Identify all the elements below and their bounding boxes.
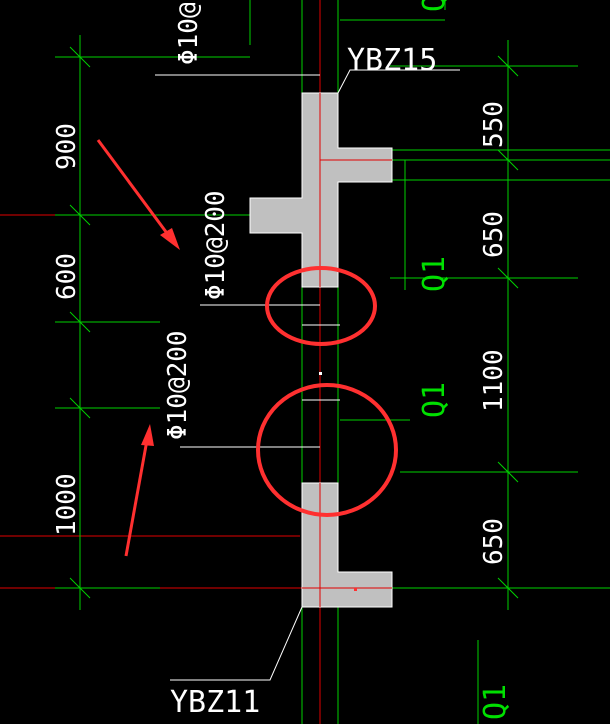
axis-overlay bbox=[302, 93, 392, 607]
rebar-2-label: Φ10@200 bbox=[163, 330, 193, 440]
right-dim-650-lower: 650 bbox=[479, 518, 509, 565]
ybz-bottom-leader bbox=[170, 606, 303, 681]
wall-column-ybz15 bbox=[249, 92, 393, 288]
annotation-arrow-lower bbox=[124, 439, 149, 557]
right-dim-550: 550 bbox=[479, 101, 509, 148]
right-dim-650-upper: 650 bbox=[479, 211, 509, 258]
left-dim-1000: 1000 bbox=[52, 473, 82, 536]
ybz-top-leader bbox=[337, 69, 460, 94]
right-tick-3 bbox=[497, 267, 519, 289]
right-tick-4 bbox=[497, 461, 519, 483]
left-tick-1 bbox=[69, 46, 91, 68]
left-tick-2 bbox=[69, 204, 91, 226]
annotation-circle-lower bbox=[256, 383, 398, 517]
left-dim-900: 900 bbox=[52, 123, 82, 170]
leader-lines bbox=[155, 69, 460, 681]
left-tick-5 bbox=[69, 577, 91, 599]
marker-dot bbox=[354, 588, 357, 591]
ybz15-label: YBZ15 bbox=[347, 43, 437, 78]
annotation-arrowhead-lower bbox=[141, 424, 154, 446]
right-tick-1 bbox=[497, 55, 519, 77]
q1-label-upper: Q1 bbox=[417, 256, 452, 292]
rebar-1-label: Φ10@200 bbox=[201, 190, 231, 300]
red-annotations bbox=[96, 139, 398, 557]
left-dim-600: 600 bbox=[52, 253, 82, 300]
q1-label-bottom: Q1 bbox=[478, 684, 513, 720]
right-tick-2 bbox=[497, 149, 519, 171]
left-tick-4 bbox=[69, 397, 91, 419]
right-tick-5 bbox=[497, 577, 519, 599]
annotation-circle-upper bbox=[265, 266, 377, 346]
annotation-arrowhead-upper bbox=[160, 228, 180, 250]
marker-dot-center bbox=[319, 372, 322, 375]
left-tick-3 bbox=[69, 311, 91, 333]
q1-label-mid: Q1 bbox=[417, 382, 452, 418]
ybz11-label: YBZ11 bbox=[170, 685, 260, 720]
q-label-top-right: Q bbox=[417, 0, 452, 12]
rebar-top-label: Φ10@ bbox=[174, 2, 204, 65]
annotation-arrow-upper bbox=[96, 139, 174, 241]
right-dim-1100: 1100 bbox=[479, 349, 509, 412]
